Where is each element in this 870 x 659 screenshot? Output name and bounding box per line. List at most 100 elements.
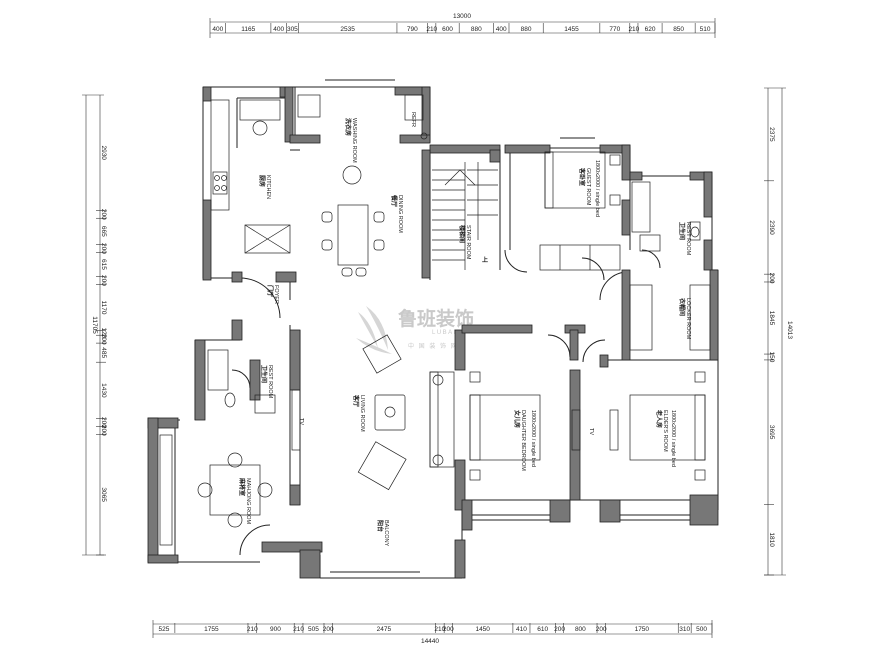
top-dimension-16: 510 bbox=[700, 26, 711, 33]
bottom-dimension-5: 505 bbox=[308, 626, 319, 633]
guest-room-name: 客卧室 bbox=[578, 167, 586, 186]
right-total-dimension: 14013 bbox=[786, 321, 793, 339]
living-room-name-en: LIVING ROOM bbox=[359, 395, 365, 432]
left-dimension-11: 200 bbox=[100, 417, 107, 428]
top-dimension-9: 400 bbox=[496, 26, 507, 33]
rest-room-name-en: REST ROOM bbox=[685, 222, 691, 256]
furniture bbox=[159, 94, 711, 546]
bottom-dimension-6: 200 bbox=[323, 626, 334, 633]
right-dimension-5: 3695 bbox=[768, 425, 775, 440]
bottom-total-dimension: 14440 bbox=[421, 638, 439, 645]
right-dimension-3: 1845 bbox=[768, 311, 775, 326]
foyer-name: 门厅 bbox=[266, 285, 274, 297]
daughter-tv-label: TV bbox=[588, 428, 594, 435]
top-dimension-5: 790 bbox=[407, 26, 418, 33]
right-dimension-1: 2390 bbox=[768, 220, 775, 235]
bottom-dimension-4: 210 bbox=[293, 626, 304, 633]
left-dimension-2: 665 bbox=[100, 226, 107, 237]
balcony-name-en: BALCONY bbox=[383, 520, 389, 547]
bottom-dimension-8: 210 bbox=[434, 626, 445, 633]
top-dimension-7: 600 bbox=[442, 26, 453, 33]
right-dimension-6: 1810 bbox=[768, 532, 775, 547]
living-room-label: 客厅 LIVING ROOM bbox=[352, 394, 365, 432]
stair-room-label: 楼梯间 STAIR ROOM bbox=[458, 225, 471, 260]
bottom-dimension-3: 900 bbox=[270, 626, 281, 633]
dimension-ticks bbox=[96, 23, 774, 633]
bottom-dimension-1: 1755 bbox=[204, 626, 219, 633]
top-dimension-0: 400 bbox=[212, 26, 223, 33]
rest-room-2-name-en: REST ROOM bbox=[267, 365, 273, 399]
top-dimension-3: 305 bbox=[287, 26, 298, 33]
dining-room-label: 餐厅 DINING ROOM bbox=[390, 194, 403, 233]
left-dimension-1: 200 bbox=[100, 209, 107, 220]
bottom-dimension-7: 2475 bbox=[377, 626, 392, 633]
daughter-bedroom-name-en: DAUGHTER BEDROOM bbox=[520, 410, 526, 471]
bottom-dimension-2: 210 bbox=[247, 626, 258, 633]
top-dimension-10: 880 bbox=[521, 26, 532, 33]
locker-room-name: 衣帽间 bbox=[678, 298, 686, 316]
daughter-bedroom-label: 女儿房 DAUGHTER BEDROOM bbox=[513, 410, 526, 471]
top-total-dimension: 13000 bbox=[453, 13, 471, 20]
elder-room-label: 老人房 ELDER'S ROOM bbox=[655, 409, 668, 452]
bottom-dimension-15: 200 bbox=[596, 626, 607, 633]
watermark-subtitle: 中 国 装 饰 网 bbox=[408, 342, 458, 350]
elder-room-name-en: ELDER'S ROOM bbox=[662, 410, 668, 452]
foyer-name-en: FOYER bbox=[273, 285, 279, 304]
mahjong-room-name-en: MAHJONG ROOM bbox=[245, 478, 251, 525]
room-labels: 洗衣房 WASHING ROOM 厨房 KITCHEN 餐厅 DINING RO… bbox=[238, 112, 691, 547]
mahjong-room-name: 麻将室 bbox=[238, 477, 246, 496]
bottom-dimension-0: 525 bbox=[159, 626, 170, 633]
rest-room-2-label: 卫生间 REST ROOM bbox=[260, 365, 273, 399]
left-dimension-0: 2930 bbox=[100, 145, 107, 160]
kitchen-name-en: KITCHEN bbox=[265, 175, 271, 199]
left-dimension-12: 200 bbox=[100, 425, 107, 436]
elder-room-name: 老人房 bbox=[655, 409, 663, 428]
bottom-dimension-10: 1450 bbox=[475, 626, 490, 633]
dining-room-name: 餐厅 bbox=[390, 194, 398, 207]
balcony-label: 阳台 BALCONY bbox=[376, 520, 389, 547]
top-dimension-1: 1165 bbox=[241, 26, 255, 33]
top-dimension-8: 880 bbox=[471, 26, 482, 33]
top-dimension-13: 210 bbox=[628, 26, 639, 33]
foyer-label: 门厅 FOYER bbox=[266, 285, 279, 304]
rest-room-name: 卫生间 bbox=[678, 222, 686, 240]
left-dimension-4: 615 bbox=[100, 259, 107, 270]
guest-bed-note: 1800x2000 / single bed bbox=[594, 160, 600, 217]
top-dimension-11: 1455 bbox=[564, 26, 579, 33]
stair-up-label: 上 bbox=[482, 256, 488, 264]
fridge-label: REFR bbox=[410, 112, 416, 127]
stair-room-name: 楼梯间 bbox=[458, 225, 466, 243]
guest-room-name-en: GUEST ROOM bbox=[585, 168, 591, 206]
top-dimension-4: 2535 bbox=[340, 26, 355, 33]
kitchen-name: 厨房 bbox=[258, 175, 266, 187]
bottom-dimension-14: 800 bbox=[575, 626, 586, 633]
dining-room-name-en: DINING ROOM bbox=[397, 195, 403, 233]
watermark: 鲁班装饰 LUBAN 中 国 装 饰 网 bbox=[356, 306, 474, 354]
left-dimension-13: 3065 bbox=[100, 487, 107, 502]
mahjong-room-label: 麻将室 MAHJONG ROOM bbox=[238, 477, 251, 525]
tv-label: TV bbox=[298, 418, 304, 425]
daughter-bedroom-name: 女儿房 bbox=[513, 410, 521, 428]
watermark-brand-en: LUBAN bbox=[432, 330, 460, 336]
living-room-name: 客厅 bbox=[352, 394, 360, 407]
left-dimension-3: 200 bbox=[100, 243, 107, 254]
bottom-dimension-11: 410 bbox=[516, 626, 527, 633]
right-dimension-0: 2375 bbox=[768, 127, 775, 142]
top-dimension-6: 210 bbox=[426, 26, 437, 33]
washing-room-name-en: WASHING ROOM bbox=[351, 118, 357, 163]
right-dimension-4: 150 bbox=[768, 352, 775, 363]
rest-room-label: 卫生间 REST ROOM bbox=[678, 222, 691, 256]
daughter-bed-note: 1800x2000 / single bed bbox=[530, 410, 536, 467]
left-total-dimension: 11705 bbox=[91, 316, 98, 334]
stair-room-name-en: STAIR ROOM bbox=[465, 225, 471, 260]
left-dimension-7: 120 bbox=[100, 327, 107, 338]
top-dimension-15: 850 bbox=[673, 26, 684, 33]
dimension-lines bbox=[82, 18, 786, 638]
watermark-brand: 鲁班装饰 bbox=[397, 307, 474, 330]
left-dimension-labels: 2930200665200615200117012020048514302002… bbox=[100, 145, 107, 502]
thick-walls bbox=[147, 86, 719, 579]
